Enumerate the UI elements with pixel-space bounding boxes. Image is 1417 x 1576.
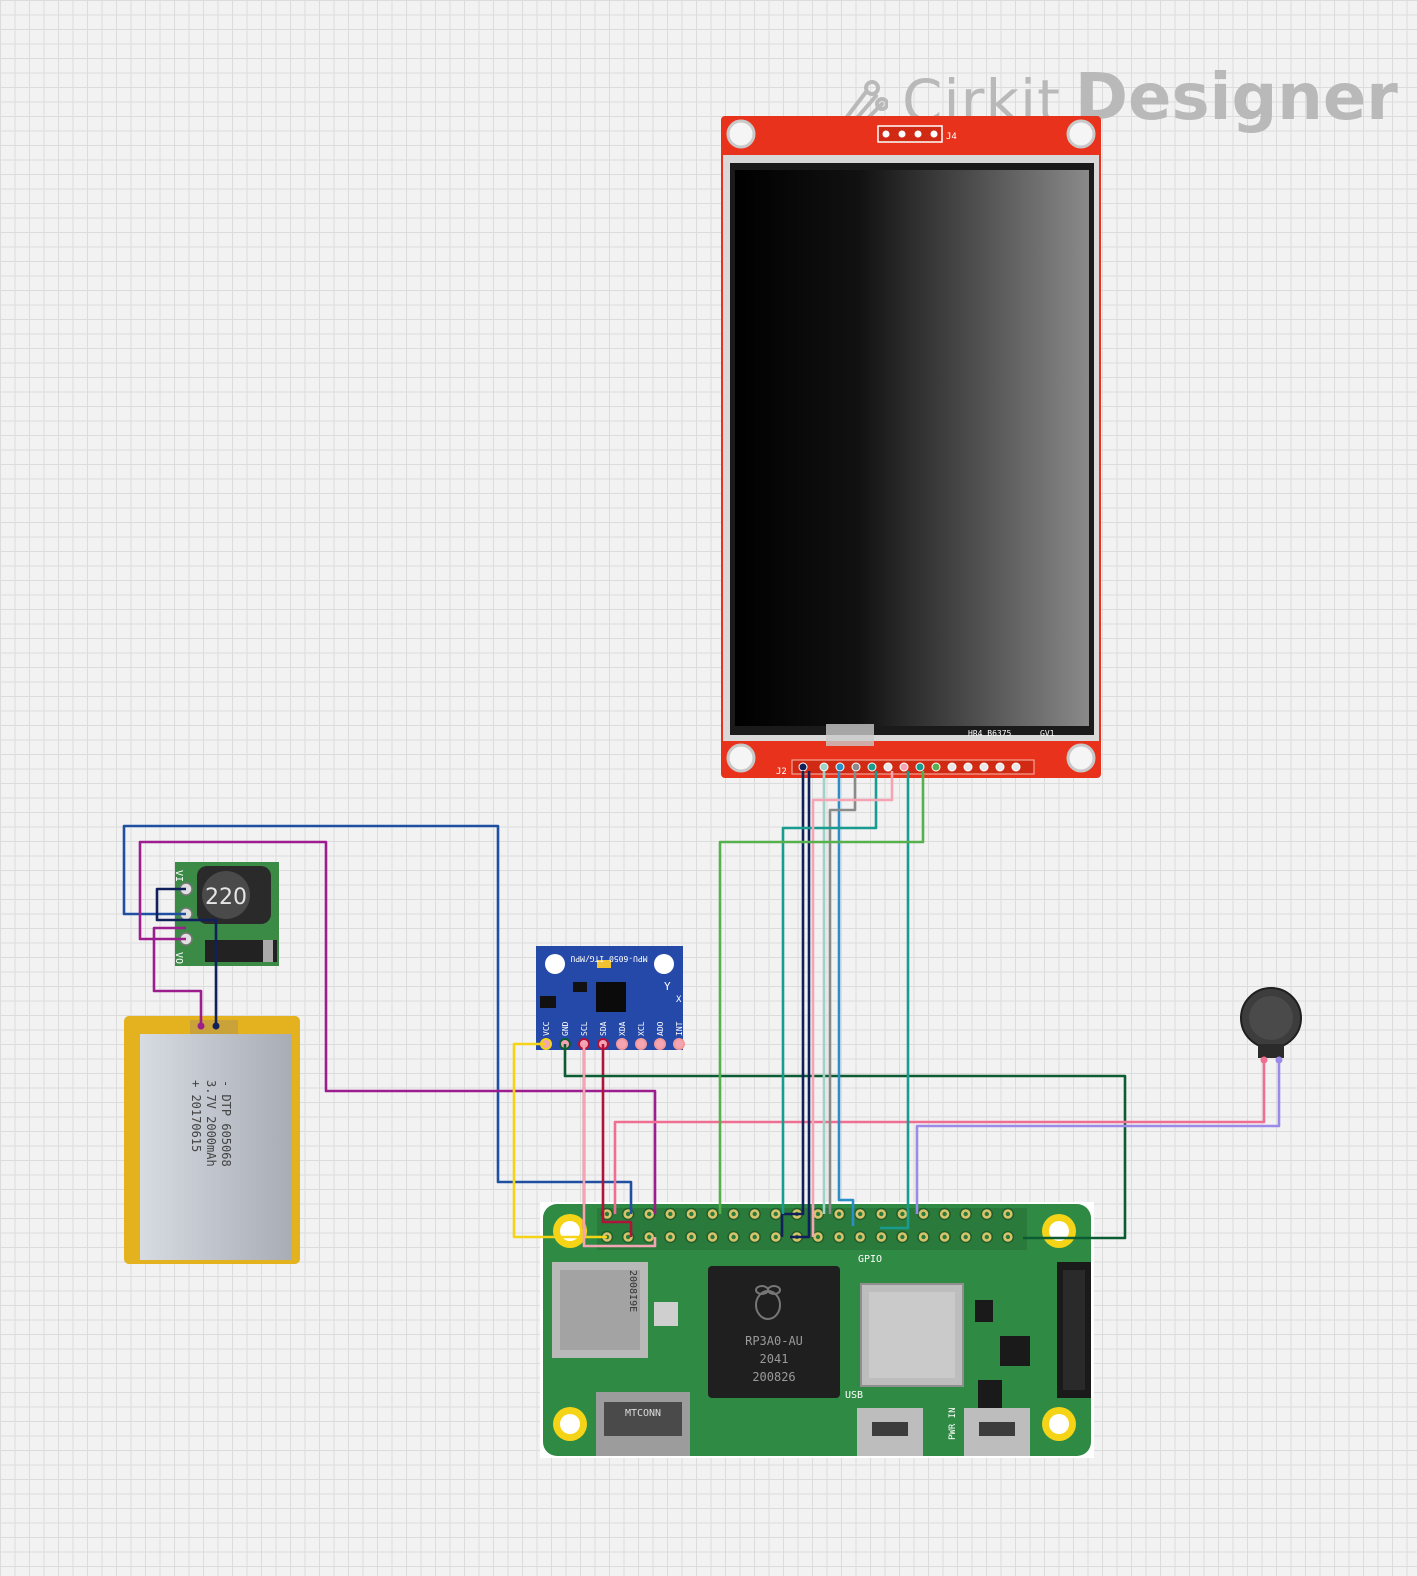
pi-usb-label: USB	[845, 1390, 863, 1401]
mpu6050-module[interactable]: MPU-6050 ITG/MPU Y X VCC GND SCL SDA XDA XCL A…	[536, 946, 685, 1050]
tft-mount-hole-tr	[1066, 119, 1096, 149]
wire-tft-pin9-to-pi[interactable]	[880, 771, 910, 1230]
mpu-pin-label-xda: XDA	[618, 1021, 627, 1036]
wire-mpu-scl-pink[interactable]	[582, 1044, 657, 1248]
wire-motor-pos-to-pi[interactable]	[613, 1060, 1266, 1214]
wire-tft-pin4-to-pi[interactable]	[837, 771, 855, 1226]
pi-soc-line3: 200826	[752, 1370, 795, 1384]
pi-soc	[708, 1266, 840, 1398]
pi-hdmi-text: MTCONN	[625, 1408, 661, 1419]
wire-tft-pin8-to-pi[interactable]	[811, 771, 894, 1237]
wire-motor-neg-to-pi[interactable]	[915, 1060, 1281, 1214]
mpu-pin-label-scl: SCL	[580, 1021, 589, 1036]
mpu-pin-header: VCC GND SCL SDA XDA XCL ADO INT	[540, 1021, 685, 1050]
tft-j2-pin-11[interactable]	[963, 762, 973, 772]
boost-diode	[205, 940, 277, 962]
tft-mount-hole-bl	[726, 743, 756, 773]
tft-j2-pin-4[interactable]	[851, 762, 861, 772]
tft-j2-pin-7[interactable]	[899, 762, 909, 772]
wires	[122, 771, 1281, 1248]
wire-boost-vi-to-battery[interactable]	[155, 887, 218, 1026]
wire-mpu-sda-to-pi[interactable]	[601, 1044, 633, 1237]
pi-pwr-label: PWR IN	[948, 1407, 958, 1440]
tft-display-module[interactable]: J4 HR4 B6375 GV1 J2	[721, 116, 1101, 778]
tft-j2-pin-header	[798, 762, 1021, 772]
tft-j2-pin-8[interactable]	[915, 762, 925, 772]
tft-j2-label: J2	[776, 767, 787, 777]
tft-j2-pin-10[interactable]	[947, 762, 957, 772]
wire-battery-pos-to-boost[interactable]	[152, 926, 203, 1026]
mpu-axis-x: X	[676, 995, 682, 1005]
boost-pin-vi-label: VI	[173, 870, 184, 882]
battery-label-line3: + 20170615	[189, 1080, 203, 1152]
wire-tft-pin10-to-pi[interactable]	[718, 771, 925, 1214]
wire-boost-gnd-to-pi[interactable]	[122, 824, 633, 1214]
mpu-pin-label-vcc: VCC	[542, 1021, 551, 1036]
mpu-axis-y: Y	[664, 980, 671, 993]
tft-mount-hole-br	[1066, 743, 1096, 773]
lipo-battery[interactable]: - DTP 605068 3.7V 2000mAh + 20170615	[124, 1016, 300, 1264]
mpu-pin-ado[interactable]	[654, 1038, 666, 1050]
pi-sd-text: 2008I9E	[627, 1270, 638, 1312]
boost-pin-vo-label: VO	[173, 952, 184, 964]
tft-j2-pin-5[interactable]	[867, 762, 877, 772]
mpu-mount-hole-right	[654, 954, 674, 974]
battery-label-line2: 3.7V 2000mAh	[204, 1080, 218, 1167]
tft-j2-pin-2[interactable]	[819, 762, 829, 772]
mpu-pin-label-ado: ADO	[656, 1021, 665, 1036]
tft-j2-pin-9[interactable]	[931, 762, 941, 772]
raspberry-pi-zero-2w[interactable]: GPIO 2008I9E RP3A0-AU 2041 200826 MTCONN…	[540, 1202, 1094, 1458]
mpu-title: MPU-6050 ITG/MPU	[570, 954, 647, 963]
battery-label-line1: - DTP 605068	[219, 1080, 233, 1167]
battery-cell	[140, 1034, 292, 1260]
tft-j2-pin-3[interactable]	[835, 762, 845, 772]
wire-tft-pin2-to-pi[interactable]	[790, 771, 811, 1239]
mpu-pin-xda[interactable]	[616, 1038, 628, 1050]
tft-j4-header	[877, 125, 943, 143]
tft-screen	[735, 170, 1089, 726]
pi-soc-line1: RP3A0-AU	[745, 1334, 803, 1348]
vibration-motor[interactable]	[1240, 987, 1302, 1064]
mpu-mount-hole-left	[545, 954, 565, 974]
tft-j2-pin-6[interactable]	[883, 762, 893, 772]
mpu-pin-label-int: INT	[675, 1021, 684, 1036]
wire-mpu-vcc-to-pi[interactable]	[512, 1042, 607, 1239]
wire-boost-vo-to-pi[interactable]	[138, 840, 657, 1214]
wire-mpu-gnd-to-pi[interactable]	[563, 1044, 1127, 1240]
mpu-pin-xcl[interactable]	[635, 1038, 647, 1050]
mpu-pin-label-xcl: XCL	[637, 1021, 646, 1036]
tft-j2-pin-14[interactable]	[1011, 762, 1021, 772]
raspberry-logo-icon	[755, 1285, 781, 1320]
boost-converter-module[interactable]: 220 VI VO	[173, 862, 279, 966]
boost-inductor-value: 220	[205, 885, 247, 910]
mpu-pin-label-sda: SDA	[599, 1021, 608, 1036]
tft-silk-version: GV1	[1040, 729, 1055, 738]
brand-word-designer: Designer	[1074, 61, 1398, 135]
tft-j4-label: J4	[946, 132, 957, 142]
pi-soc-line2: 2041	[760, 1352, 789, 1366]
tft-mount-hole-tl	[726, 119, 756, 149]
tft-j2-pin-12[interactable]	[979, 762, 989, 772]
tft-j2-pin-1[interactable]	[798, 762, 808, 772]
wire-tft-pin5-to-pi[interactable]	[828, 771, 857, 1214]
wire-tft-pin1-to-pi[interactable]	[780, 771, 805, 1237]
pi-gpio-label: GPIO	[858, 1254, 882, 1265]
mpu-chip	[596, 982, 626, 1012]
tft-j2-pin-13[interactable]	[995, 762, 1005, 772]
tft-silk-model: HR4 B6375	[968, 729, 1012, 738]
mpu-pin-label-gnd: GND	[561, 1021, 570, 1036]
mpu-pin-int[interactable]	[673, 1038, 685, 1050]
